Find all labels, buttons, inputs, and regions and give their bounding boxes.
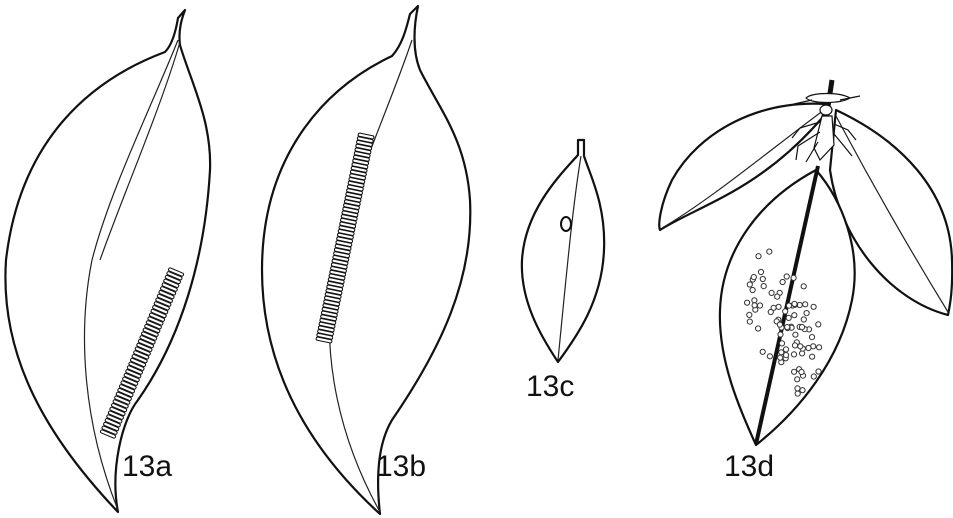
egg [801,284,806,289]
panel-label-13a: 13a [122,450,172,483]
egg [747,282,752,287]
egg [778,355,783,360]
panel-label-13c: 13c [526,370,574,403]
egg [816,369,821,374]
egg [793,332,798,337]
egg [799,325,804,330]
egg [757,303,762,308]
insect-head [820,105,832,115]
insect-wings [806,94,850,103]
egg [769,290,774,295]
egg [798,344,803,349]
egg [799,369,804,374]
panel-13c: 13c [522,140,604,403]
egg [750,287,755,292]
panel-13d: 13d [659,80,952,483]
panel-13a: 13a [5,10,210,512]
egg [792,301,797,306]
egg [791,275,796,280]
egg [747,319,752,324]
egg [785,325,790,330]
egg [756,326,761,331]
egg [816,322,821,327]
egg [791,352,796,357]
egg [776,304,781,309]
egg [811,304,816,309]
egg [779,341,784,346]
egg [745,300,750,305]
egg [803,302,808,307]
egg [795,377,800,382]
egg [752,298,757,303]
egg [792,343,797,348]
egg-13c [561,217,571,231]
panel-label-13b: 13b [376,450,426,483]
egg [783,309,788,314]
egg [760,349,765,354]
panel-label-13d: 13d [724,450,774,483]
egg [784,353,789,358]
egg [756,254,761,259]
egg [800,388,805,393]
egg [758,269,763,274]
egg [751,275,756,280]
egg [804,311,809,316]
egg [775,294,780,299]
egg [783,347,788,352]
egg [786,303,791,308]
leaf-13c-outline [522,140,604,362]
egg [792,313,797,318]
egg [817,345,822,350]
egg [771,305,776,310]
egg [801,317,806,322]
leaf-13b-outline [262,6,470,514]
egg [792,369,797,374]
egg [780,279,785,284]
egg [810,354,815,359]
egg [811,374,816,379]
panel-13b: 13b [262,6,470,514]
egg [806,345,811,350]
egg [795,386,800,391]
egg [767,354,772,359]
egg [760,276,765,281]
egg [809,335,814,340]
egg [777,322,782,327]
egg [747,312,752,317]
egg [778,332,783,337]
egg [761,284,766,289]
egg [784,274,789,279]
egg [786,315,791,320]
egg [795,391,800,396]
leaf-13a-outline [5,10,210,512]
egg [767,249,772,254]
egg [752,303,757,308]
